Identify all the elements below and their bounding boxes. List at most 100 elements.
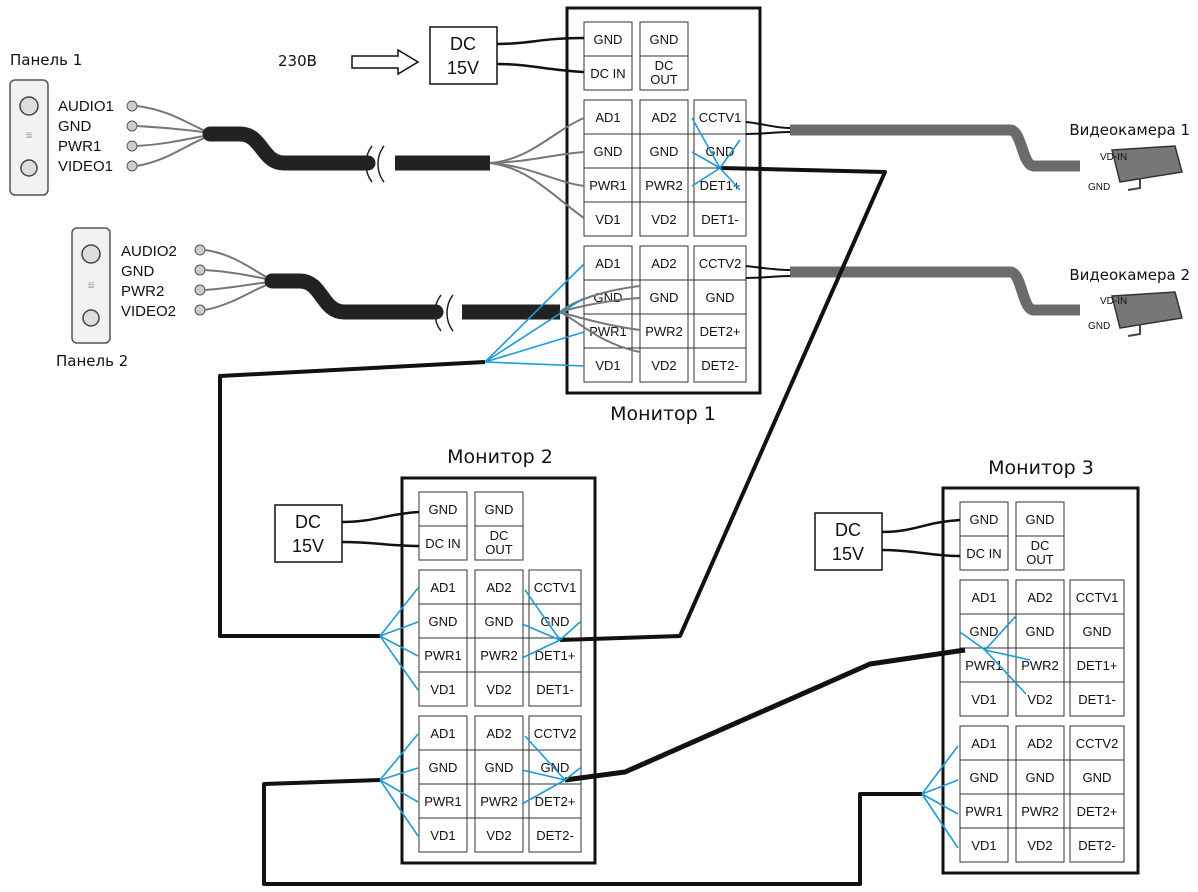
m3-cell-dc: DC (1031, 538, 1050, 553)
m3-c2-det2m: DET2- (1078, 838, 1116, 853)
m3-c1-gnd1: GND (970, 624, 999, 639)
m3-c2-ad1: AD1 (971, 736, 996, 751)
m3-c1-vd1: VD1 (971, 692, 996, 707)
m3-c2-vd2: VD2 (1027, 838, 1052, 853)
m1-c1-cctv1: CCTV1 (699, 110, 742, 125)
panel-1-cable (202, 126, 376, 171)
m3-c1-gnd3: GND (1083, 624, 1112, 639)
m1-c1-det1p: DET1+ (700, 178, 741, 193)
m2-c2-cctv2: CCTV2 (534, 726, 577, 741)
panel-2-term-pwr: PWR2 (121, 283, 164, 300)
monitor-1-title: Монитор 1 (610, 403, 716, 425)
panel-1-screw-terminals (126, 100, 138, 172)
panel-2-term-audio: AUDIO2 (121, 243, 177, 260)
m2-channel2-grid: AD1 AD2 CCTV2 GND GND GND PWR1 PWR2 DET2… (418, 715, 582, 853)
camera-1-label: Видеокамера 1 (1069, 121, 1190, 139)
m2-c1-gnd1: GND (429, 614, 458, 629)
m1-c1-det1m: DET1- (701, 212, 739, 227)
panel-1-term-audio: AUDIO1 (58, 98, 114, 115)
panel-1-cable-break (365, 145, 385, 183)
m3-c1-det1m: DET1- (1078, 692, 1116, 707)
panel-1: Панель 1 ⁞⁞⁞ (9, 51, 82, 196)
psu-3-wire-dcin (881, 548, 961, 558)
camera-1-icon (1111, 145, 1183, 183)
m1-cell-gnd-a: GND (594, 32, 623, 47)
m2-c2-gnd2: GND (485, 760, 514, 775)
m2-cell-gnd-b: GND (485, 502, 514, 517)
m2-c1-gnd2: GND (485, 614, 514, 629)
m3-cell-gnd-a: GND (970, 512, 999, 527)
panel-2-fanout (204, 249, 273, 311)
m2-cell-gnd-a: GND (429, 502, 458, 517)
m2-c2-ad2: AD2 (486, 726, 511, 741)
camera-2: Видеокамера 2 VD-IN GND (745, 265, 1190, 337)
m1-c2-vd1: VD1 (595, 358, 620, 373)
m1-c1-pwr1: PWR1 (589, 178, 627, 193)
blue-wire-fanouts (379, 117, 1031, 849)
m3-c2-pwr2: PWR2 (1021, 804, 1059, 819)
psu-3-wire-gnd (881, 518, 961, 534)
m2-channel1-grid: AD1 AD2 CCTV1 GND GND GND PWR1 PWR2 DET1… (418, 569, 582, 707)
m3-cell-gnd-b: GND (1026, 512, 1055, 527)
m3-c1-ad2: AD2 (1027, 590, 1052, 605)
m1-cell-dc: DC (655, 58, 674, 73)
m3-c1-cctv1: CCTV1 (1076, 590, 1119, 605)
m2-c2-pwr2: PWR2 (480, 794, 518, 809)
m2-c2-ad1: AD1 (430, 726, 455, 741)
m1-c2-gnd2: GND (650, 290, 679, 305)
m2-c1-ad2: AD2 (486, 580, 511, 595)
m2-c2-det2m: DET2- (536, 828, 574, 843)
m2-c1-vd2: VD2 (486, 682, 511, 697)
panel-2-call-button-icon (82, 309, 100, 327)
panel-1-fanout (136, 105, 211, 167)
m2-c1-gnd3: GND (541, 614, 570, 629)
m3-c1-pwr2: PWR2 (1021, 658, 1059, 673)
mains-label: 230В (278, 52, 317, 70)
m2-cell-dc-in: DC IN (425, 536, 460, 551)
m3-c2-ad2: AD2 (1027, 736, 1052, 751)
m2-c1-pwr1: PWR1 (424, 648, 462, 663)
camera-2-cable (790, 266, 1080, 316)
m1-c1-ad1: AD1 (595, 110, 620, 125)
panel-2-term-video: VIDEO2 (121, 303, 176, 320)
camera-1: Видеокамера 1 VD-IN GND (745, 121, 1190, 193)
camera-2-gnd: GND (1088, 321, 1110, 332)
panel-2-screw-terminals (194, 244, 206, 316)
m3-c1-ad1: AD1 (971, 590, 996, 605)
m2-c2-det2p: DET2+ (535, 794, 576, 809)
psu-3-line2: 15V (832, 544, 864, 564)
camera-1-wire-ends (745, 121, 791, 135)
psu-2-line1: DC (295, 512, 321, 532)
m1-c1-vd2: VD2 (651, 212, 676, 227)
cable-m1ch2-to-m2ch1 (218, 360, 486, 638)
m1-cell-dc-in: DC IN (590, 66, 625, 81)
m2-c2-gnd3: GND (541, 760, 570, 775)
m2-c1-cctv1: CCTV1 (534, 580, 577, 595)
m1-cell-out: OUT (650, 72, 678, 87)
m3-c1-gnd2: GND (1026, 624, 1055, 639)
panel-2-cable-break (434, 294, 454, 332)
psu-2-wire-gnd (341, 510, 420, 524)
camera-2-vd-in: VD-IN (1100, 296, 1127, 307)
m3-channel1-grid: AD1 AD2 CCTV1 GND GND GND PWR1 PWR2 DET1… (959, 579, 1125, 717)
monitor-3-title: Монитор 3 (988, 457, 1094, 479)
m3-c2-gnd2: GND (1026, 770, 1055, 785)
m2-c1-det1m: DET1- (536, 682, 574, 697)
m2-c1-vd1: VD1 (430, 682, 455, 697)
m1-c1-vd1: VD1 (595, 212, 620, 227)
m2-cell-out: OUT (485, 542, 513, 557)
panel-1-label: Панель 1 (10, 51, 82, 69)
m3-c1-pwr1: PWR1 (965, 658, 1003, 673)
monitor-2: GND GND DC IN DC OUT AD1 AD2 CCTV1 GND G… (400, 446, 597, 865)
m1-c1-pwr2: PWR2 (645, 178, 683, 193)
cable-m2-to-m3-ch1 (564, 647, 966, 783)
m1-c2-ad2: AD2 (651, 256, 676, 271)
camera-2-icon (1111, 291, 1183, 329)
m1-c1-gnd1: GND (594, 144, 623, 159)
m2-c2-vd2: VD2 (486, 828, 511, 843)
psu-2-line2: 15V (292, 536, 324, 556)
panel-1-term-video: VIDEO1 (58, 158, 113, 175)
m1-c2-det2m: DET2- (701, 358, 739, 373)
m2-cell-dc: DC (490, 528, 509, 543)
m1-c2-ad1: AD1 (595, 256, 620, 271)
